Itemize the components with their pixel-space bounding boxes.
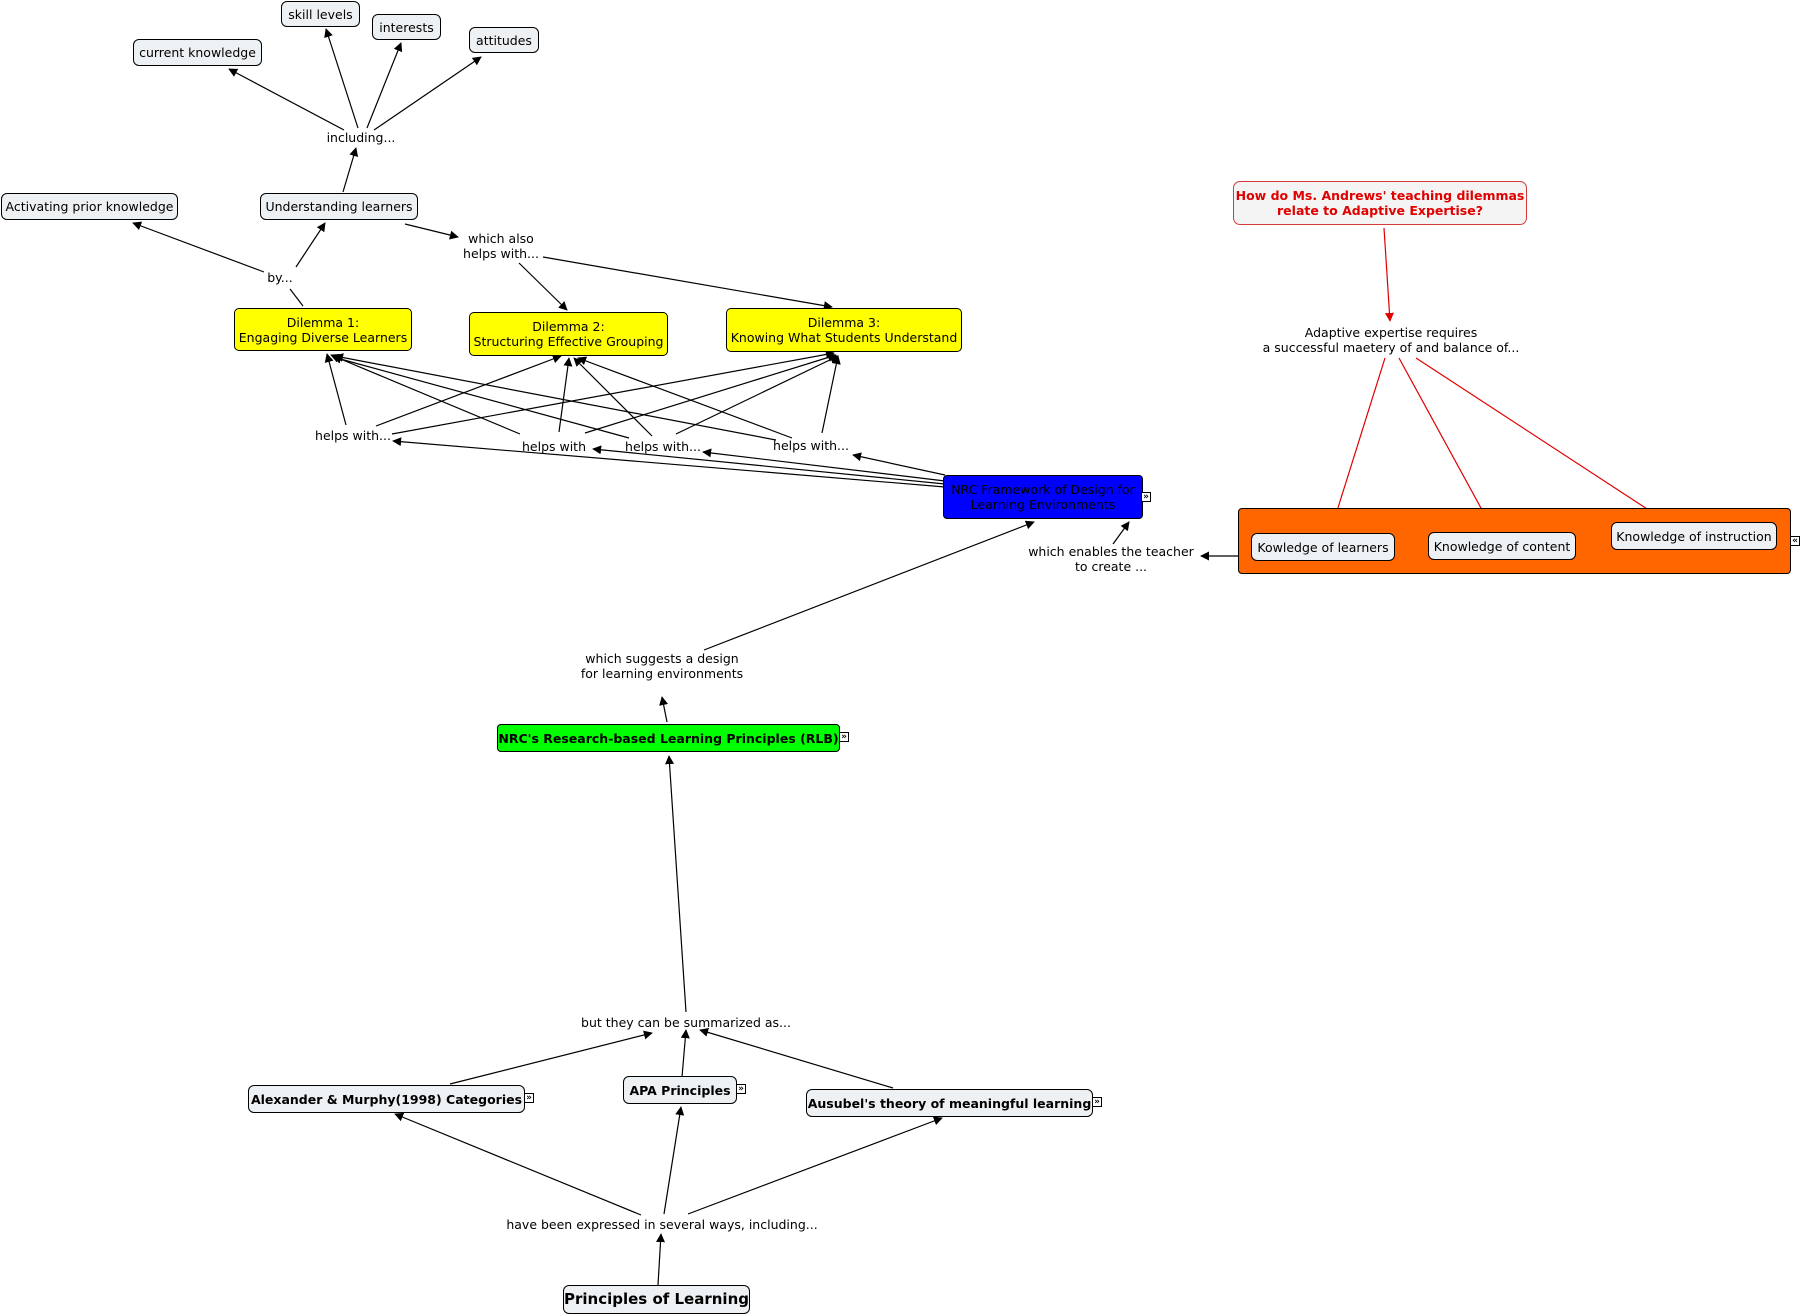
link-expressed-ausubel — [687, 1116, 943, 1215]
link-summarized-rlb — [665, 755, 687, 1013]
alexander-murphy-node[interactable]: Alexander & Murphy(1998) Categories — [248, 1085, 525, 1113]
collapse-icon[interactable]: « — [1790, 536, 1800, 546]
expand-icon[interactable]: » — [1092, 1097, 1102, 1107]
which-enables-phrase: which enables the teacher to create ... — [1028, 544, 1194, 574]
link-hw1-dilemma3 — [391, 350, 835, 435]
link-hw3-dilemma3 — [675, 355, 839, 435]
link-hw3-dilemma2 — [573, 357, 653, 437]
link-adaptive-instruction — [1415, 357, 1665, 521]
link-hw1-dilemma1 — [324, 353, 347, 426]
link-hw4-dilemma2 — [577, 356, 793, 439]
link-nrc-hw4 — [852, 452, 946, 476]
which-suggests-phrase: which suggests a design for learning env… — [580, 651, 744, 681]
link-adaptive-content — [1398, 357, 1494, 531]
link-adaptive-learners — [1329, 357, 1386, 531]
skill-levels-node[interactable]: skill levels — [281, 1, 360, 27]
link-including-current-knowledge — [228, 68, 345, 131]
expressed-phrase: have been expressed in several ways, inc… — [506, 1216, 818, 1232]
link-by-understanding — [295, 222, 326, 268]
dilemma-2-node[interactable]: Dilemma 2: Structuring Effective Groupin… — [469, 312, 668, 356]
knowledge-of-learners-node[interactable]: Kowledge of learners — [1251, 533, 1395, 561]
link-nrc-hw1 — [392, 437, 946, 488]
link-hw4-dilemma3 — [821, 355, 841, 434]
helps-with-phrase-2: helps with — [521, 438, 587, 454]
summarized-phrase: but they can be summarized as... — [581, 1014, 791, 1030]
apa-principles-node[interactable]: APA Principles — [623, 1076, 737, 1104]
link-which-enables-nrc — [1112, 521, 1130, 545]
helps-with-phrase-1: helps with... — [315, 427, 391, 443]
link-expressed-alexander — [394, 1112, 642, 1216]
link-by-activating — [132, 221, 265, 273]
link-which-also-dilemma3 — [542, 256, 833, 311]
expand-icon[interactable]: » — [524, 1093, 534, 1103]
link-nrc-hw3 — [702, 448, 946, 482]
link-expressed-apa — [663, 1106, 685, 1215]
principles-of-learning-node[interactable]: Principles of Learning — [563, 1285, 750, 1314]
knowledge-of-content-node[interactable]: Knowledge of content — [1428, 532, 1576, 560]
expand-icon[interactable]: » — [736, 1084, 746, 1094]
link-apa-summarized — [680, 1029, 690, 1078]
link-dilemma1-by — [289, 288, 304, 307]
interests-node[interactable]: interests — [372, 14, 441, 40]
link-which-also-dilemma2 — [518, 262, 568, 311]
expand-icon[interactable]: » — [839, 732, 849, 742]
link-which-suggests-nrc — [703, 520, 1035, 651]
link-hw2-dilemma3 — [584, 353, 837, 434]
helps-with-phrase-4: helps with... — [773, 437, 849, 453]
understanding-learners-node[interactable]: Understanding learners — [260, 193, 418, 220]
link-hw4-dilemma1 — [334, 353, 777, 441]
including-phrase: including... — [326, 129, 396, 145]
link-including-skill-levels — [324, 28, 359, 129]
link-nrc-hw2 — [592, 445, 946, 485]
expand-icon[interactable]: » — [1141, 492, 1151, 502]
current-knowledge-node[interactable]: current knowledge — [133, 39, 262, 66]
link-understanding-which-also — [404, 223, 459, 240]
nrc-rlb-node[interactable]: NRC's Research-based Learning Principles… — [497, 724, 840, 752]
by-phrase: by... — [267, 269, 293, 285]
which-also-phrase: which also helps with... — [463, 231, 539, 261]
focus-question-node[interactable]: How do Ms. Andrews' teaching dilemmas re… — [1233, 181, 1527, 225]
dilemma-3-node[interactable]: Dilemma 3: Knowing What Students Underst… — [726, 308, 962, 352]
link-question-adaptive — [1383, 227, 1394, 322]
helps-with-phrase-3: helps with... — [625, 438, 701, 454]
link-rlb-which-suggests — [659, 696, 669, 723]
link-including-interests — [366, 42, 403, 129]
link-including-attitudes — [373, 56, 482, 131]
link-hw1-dilemma2 — [375, 354, 562, 427]
activating-prior-knowledge-node[interactable]: Activating prior knowledge — [1, 193, 178, 220]
link-hw2-dilemma1 — [330, 353, 521, 435]
adaptive-expertise-phrase: Adaptive expertise requires a successful… — [1262, 325, 1520, 355]
ausubel-theory-node[interactable]: Ausubel's theory of meaningful learning — [806, 1089, 1093, 1117]
knowledge-of-instruction-node[interactable]: Knowledge of instruction — [1611, 522, 1777, 550]
link-understanding-including — [342, 147, 359, 193]
attitudes-node[interactable]: attitudes — [469, 27, 539, 53]
link-principles-expressed — [656, 1233, 666, 1286]
link-hw3-dilemma1 — [332, 354, 630, 439]
dilemma-1-node[interactable]: Dilemma 1: Engaging Diverse Learners — [234, 308, 412, 351]
nrc-framework-node[interactable]: NRC Framework of Design for Learning Env… — [943, 475, 1143, 519]
link-alexander-summarized — [449, 1030, 653, 1085]
link-ausubel-summarized — [699, 1028, 894, 1089]
